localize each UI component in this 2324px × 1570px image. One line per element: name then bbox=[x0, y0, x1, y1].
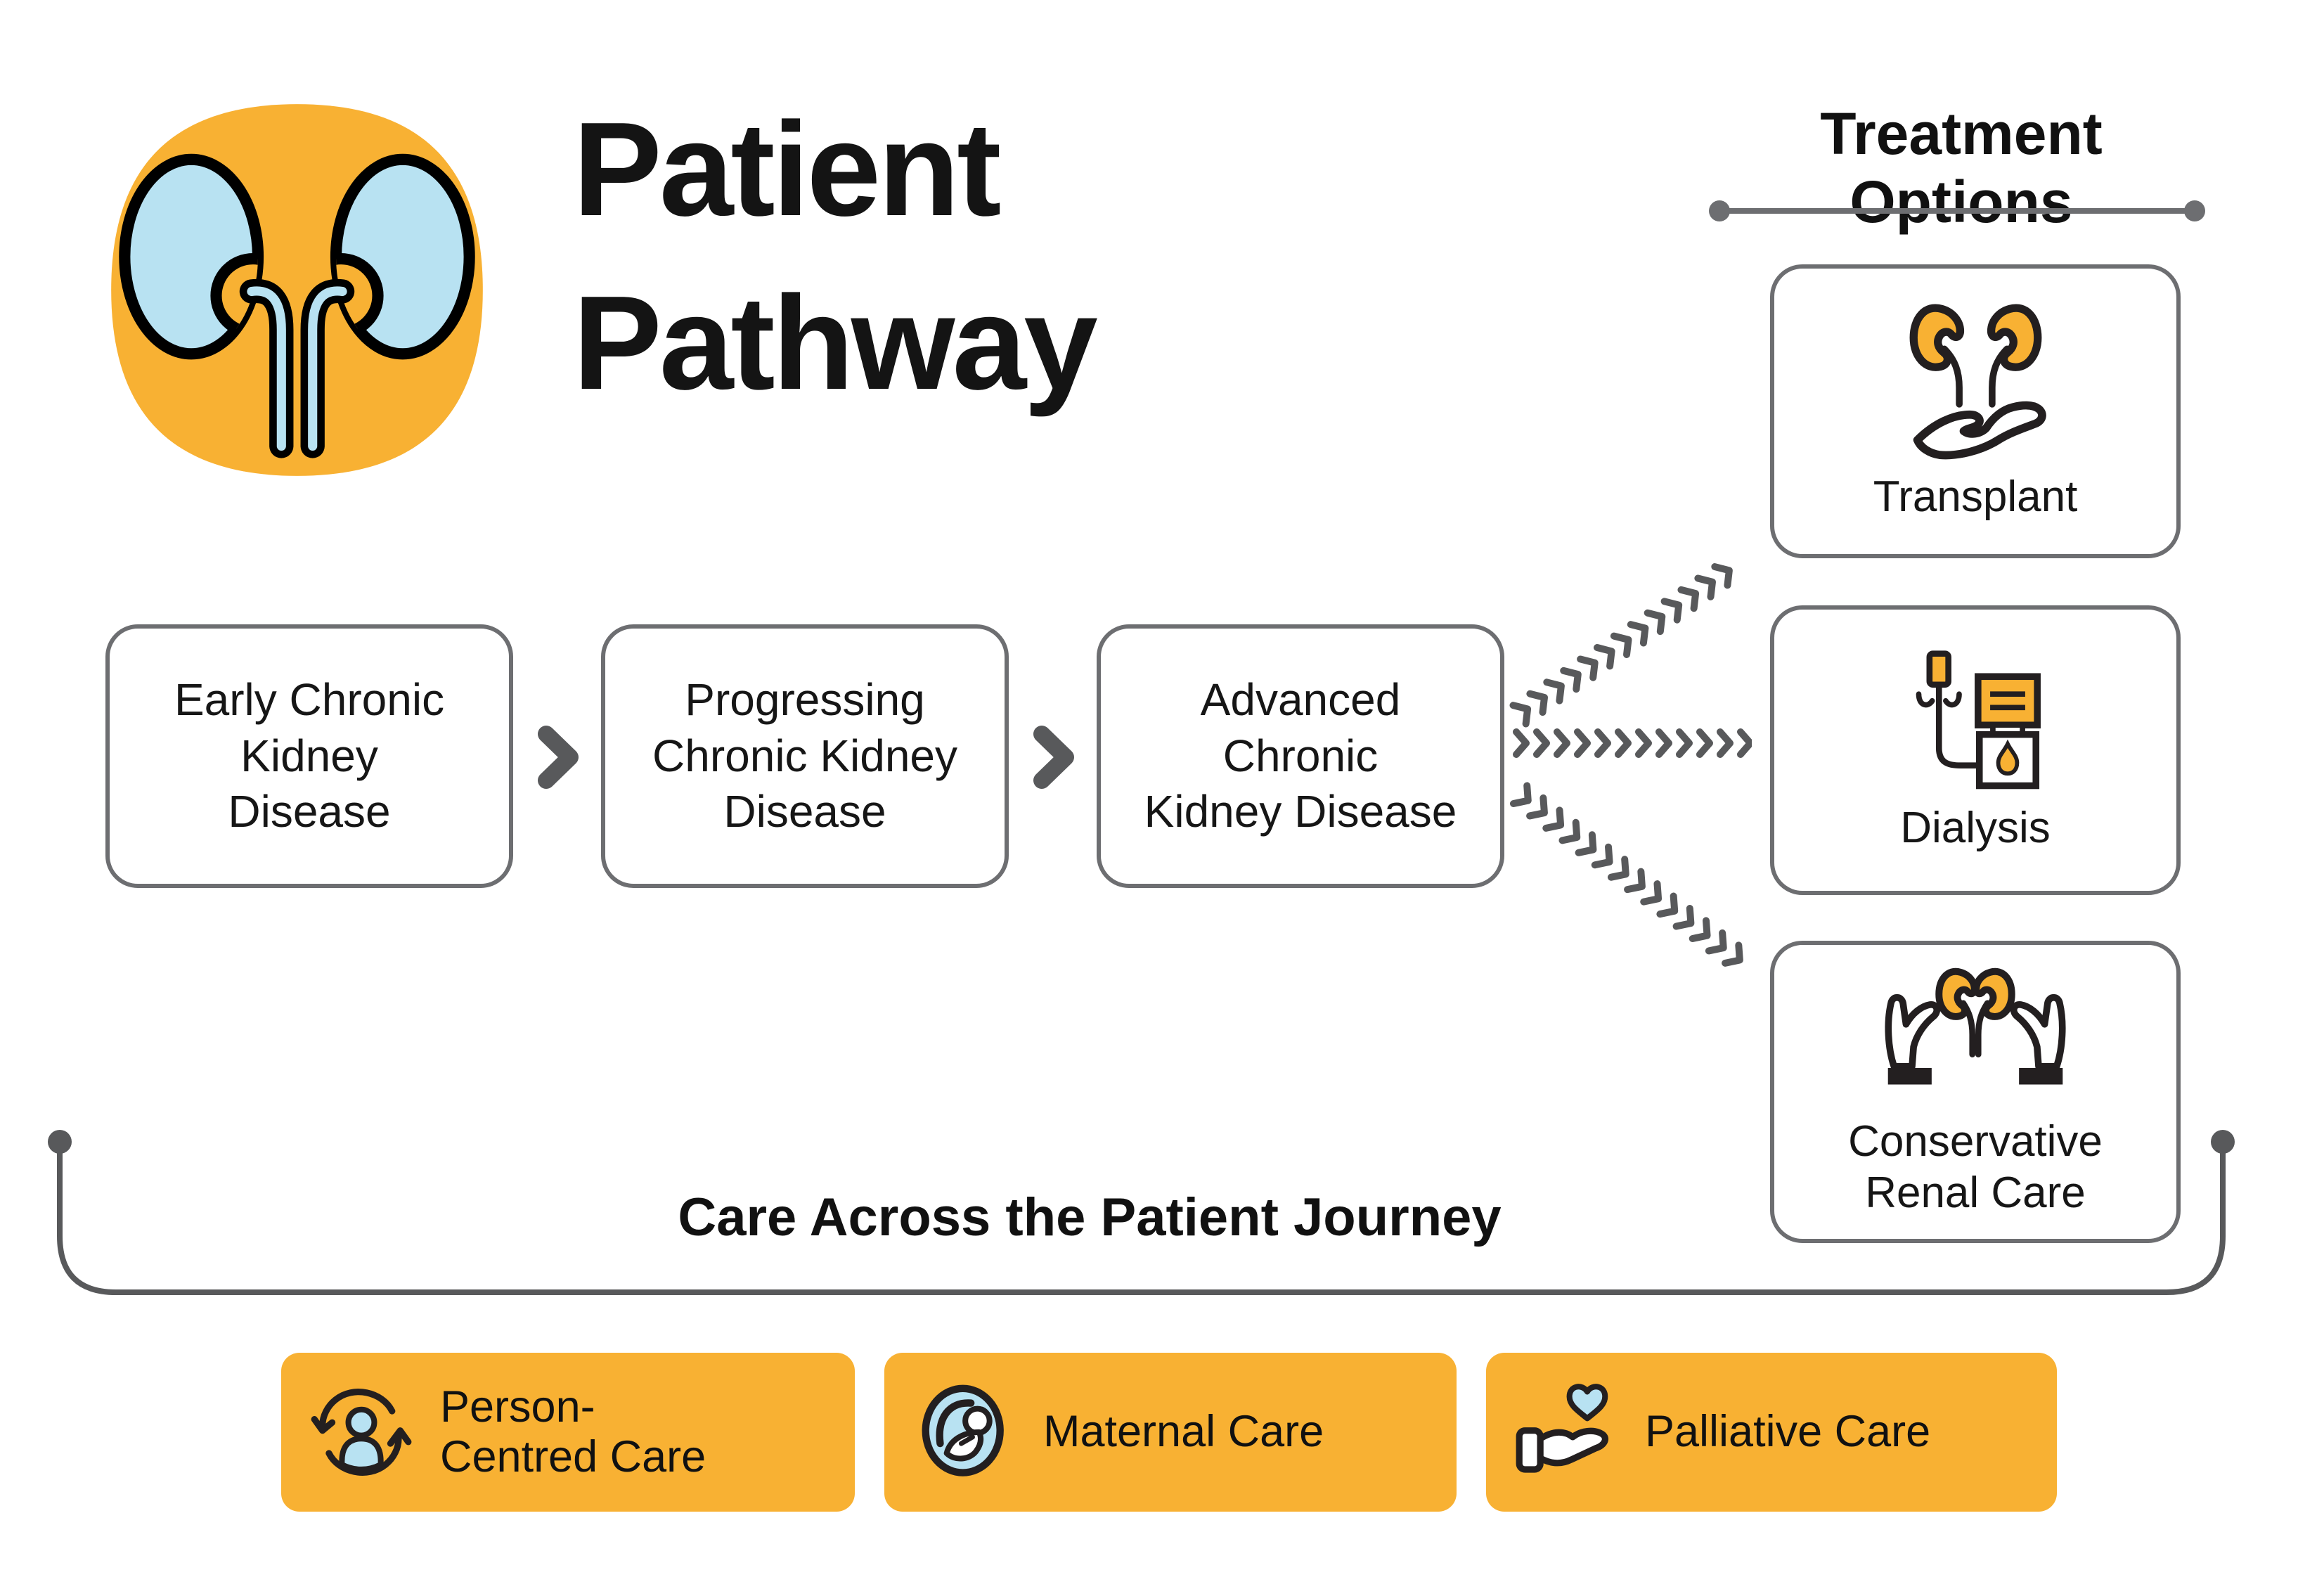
button-label: Palliative Care bbox=[1645, 1407, 1931, 1457]
journey-bracket bbox=[48, 1130, 2235, 1295]
chevron-trail-to-conservative-care bbox=[1509, 782, 1743, 967]
stage-label: Early Chronic Kidney Disease bbox=[174, 674, 445, 837]
chevron-right-icon bbox=[538, 726, 579, 789]
treatment-box-conservative-renal-care: Conservative Renal Care bbox=[1770, 941, 2181, 1243]
treatment-label: Dialysis bbox=[1900, 803, 2051, 852]
kidneys-logo-icon bbox=[111, 104, 483, 476]
hands-holding-kidneys-icon bbox=[1885, 967, 2066, 1085]
stage-label: Advanced Chronic Kidney Disease bbox=[1144, 674, 1457, 837]
stage-box-advanced-ckd: Advanced Chronic Kidney Disease bbox=[1097, 624, 1504, 888]
fetus-icon bbox=[922, 1384, 1004, 1476]
maternal-care-button: Maternal Care bbox=[884, 1353, 1457, 1512]
treatment-box-dialysis: Dialysis bbox=[1770, 605, 2181, 895]
page-title: Patient Pathway bbox=[573, 95, 1098, 418]
palliative-care-button: Palliative Care bbox=[1486, 1353, 2057, 1512]
treatment-box-transplant: Transplant bbox=[1770, 264, 2181, 558]
treatment-label: Transplant bbox=[1873, 472, 2078, 522]
person-centred-care-button: Person- Centred Care bbox=[281, 1353, 855, 1512]
treatment-options-heading: Treatment Options bbox=[1820, 101, 2103, 235]
dialysis-machine-icon bbox=[1916, 650, 2041, 790]
treatment-label: Conservative Renal Care bbox=[1848, 1117, 2103, 1217]
chevron-trail-to-transplant bbox=[1509, 563, 1733, 728]
chevron-right-icon bbox=[1033, 726, 1074, 789]
chevron-trail-to-dialysis bbox=[1513, 728, 1752, 758]
button-label: Person- Centred Care bbox=[440, 1382, 706, 1481]
stage-label: Progressing Chronic Kidney Disease bbox=[652, 674, 957, 837]
button-label: Maternal Care bbox=[1043, 1407, 1324, 1457]
kidneys-in-hand-icon bbox=[1909, 304, 2046, 460]
journey-caption: Care Across the Patient Journey bbox=[678, 1188, 1502, 1247]
treatment-underline bbox=[1709, 200, 2205, 221]
person-cycle-icon bbox=[311, 1389, 412, 1476]
hand-heart-icon bbox=[1516, 1384, 1609, 1473]
stage-box-progressing-ckd: Progressing Chronic Kidney Disease bbox=[601, 624, 1009, 888]
stage-box-early-ckd: Early Chronic Kidney Disease bbox=[105, 624, 513, 888]
